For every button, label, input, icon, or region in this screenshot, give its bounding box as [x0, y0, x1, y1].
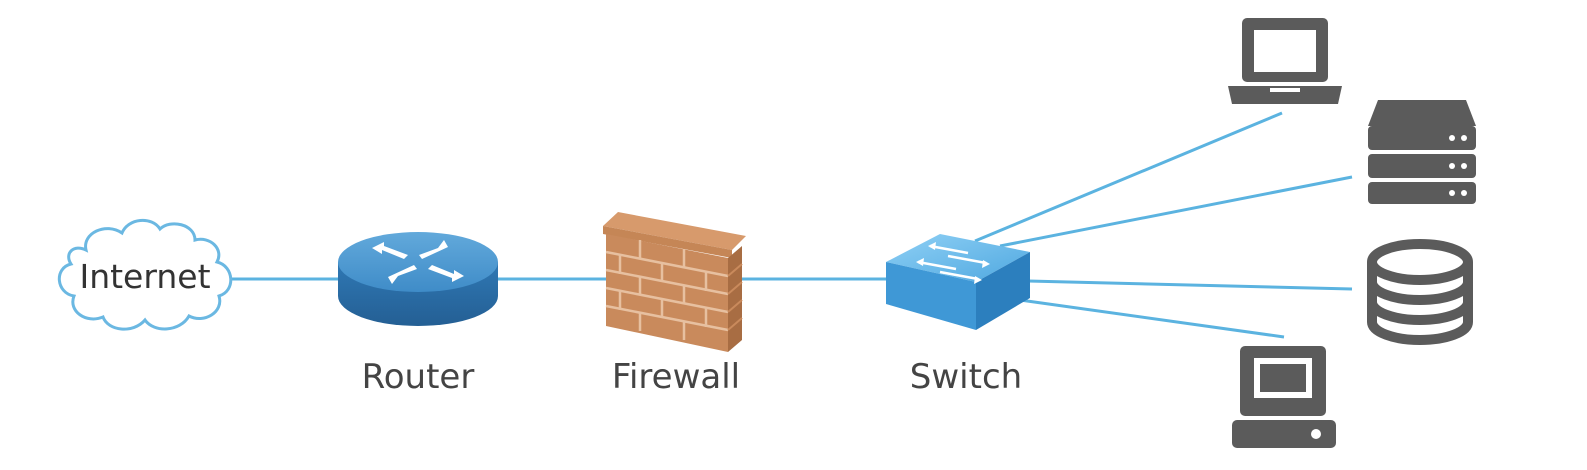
- database-node: [1367, 239, 1473, 345]
- desktop-computer-icon: [1232, 346, 1336, 448]
- laptop-icon: [1228, 18, 1342, 104]
- server-node: [1368, 100, 1476, 204]
- switch-label: Switch: [910, 357, 1022, 397]
- link-switch-server: [999, 175, 1353, 248]
- desktop-node: [1232, 346, 1336, 448]
- network-switch-icon: [886, 234, 1030, 330]
- link-switch-database: [1027, 279, 1353, 291]
- laptop-node: [1228, 18, 1342, 104]
- switch-node: Switch: [886, 234, 1030, 397]
- server-rack-icon: [1368, 100, 1476, 204]
- brick-wall-icon: [603, 212, 746, 352]
- router-node: Router: [338, 232, 498, 397]
- firewall-label: Firewall: [612, 357, 740, 397]
- internet-node: Internet: [57, 219, 233, 331]
- cloud-icon: [57, 219, 233, 331]
- router-icon: [338, 232, 498, 326]
- database-icon: [1367, 239, 1473, 345]
- firewall-node: Firewall: [603, 212, 746, 397]
- link-switch-laptop: [974, 111, 1283, 243]
- router-label: Router: [362, 357, 475, 397]
- internet-label: Internet: [79, 257, 210, 296]
- link-switch-desktop: [1019, 298, 1285, 339]
- connection-lines: [232, 111, 1353, 339]
